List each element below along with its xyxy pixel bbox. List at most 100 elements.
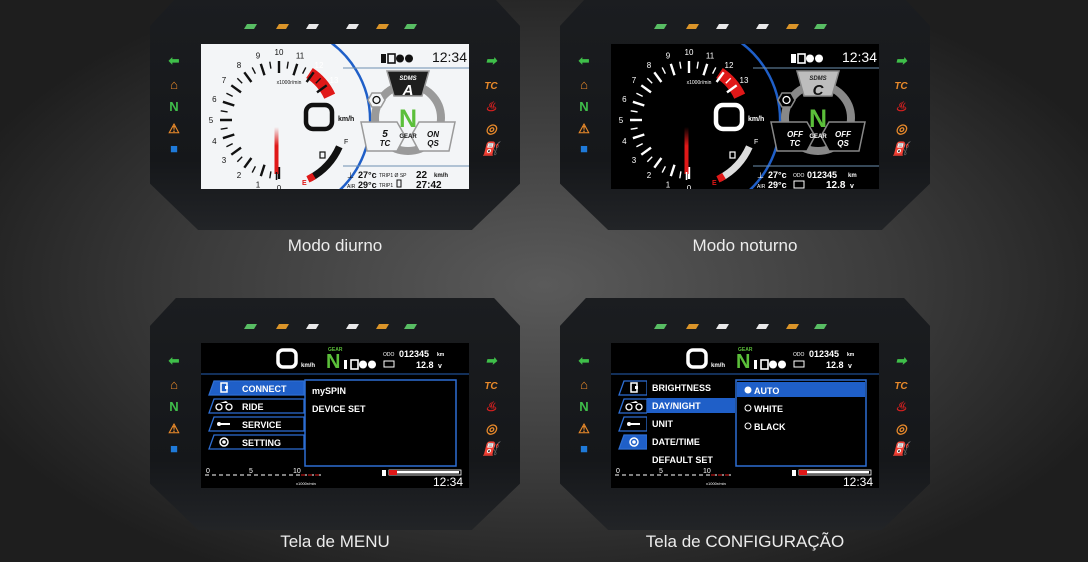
tach-tick: [243, 157, 253, 169]
tach-tick: [646, 77, 653, 84]
check-engine-icon: ⌂: [170, 77, 178, 92]
option-item[interactable]: BLACK: [744, 422, 786, 432]
tach-label: 7: [222, 76, 227, 85]
tach-label: 10: [275, 48, 284, 57]
tc-panel[interactable]: [770, 121, 816, 152]
gear-label: GEAR: [399, 134, 417, 140]
menu-item-phone-connect[interactable]: [618, 380, 648, 396]
tach-label: 5: [619, 116, 624, 125]
menu-item-gear[interactable]: [618, 434, 648, 450]
abs-icon: ◎: [485, 421, 498, 436]
menu-item-setting[interactable]: SETTING: [208, 434, 305, 450]
option-item[interactable]: mySPIN: [312, 386, 346, 396]
tach-tick: [286, 61, 289, 69]
shift-light: [376, 24, 389, 29]
phone-connect-icon: [760, 359, 769, 370]
sdms-badge[interactable]: [796, 70, 840, 97]
abs-icon: ◎: [485, 121, 498, 136]
gear-label: GEAR: [328, 347, 343, 353]
wrench-icon: [627, 422, 640, 426]
submenu-item-label: UNIT: [652, 419, 673, 429]
option-item[interactable]: WHITE: [744, 404, 783, 414]
option-item[interactable]: DEVICE SET: [312, 404, 366, 414]
helmet-icon: [405, 54, 413, 63]
menu-item-ride[interactable]: RIDE: [208, 398, 305, 414]
tach-tick: [220, 127, 228, 130]
submenu-panel: [647, 379, 735, 467]
tach-label: 10: [685, 48, 694, 57]
sdms-mode: C: [813, 82, 825, 99]
shift-light: [404, 324, 417, 329]
odo-unit: km: [437, 352, 445, 358]
submenu-item[interactable]: BRIGHTNESS: [652, 383, 711, 393]
abs-icon: ◎: [895, 421, 908, 436]
battery-level-icon: [381, 54, 386, 63]
menu-item-service[interactable]: SERVICE: [208, 416, 305, 432]
speed-unit: km/h: [748, 116, 764, 123]
odo-unit: km: [847, 352, 855, 358]
shift-light: [276, 24, 289, 29]
shift-light: [814, 24, 827, 29]
option-item[interactable]: AUTO: [737, 382, 865, 397]
power-mode-icon: [372, 95, 381, 105]
status-icons: [344, 359, 376, 370]
submenu-item[interactable]: DATE/TIME: [652, 437, 700, 447]
menu-item-wrench[interactable]: [618, 416, 648, 432]
phone-connect-icon: [797, 53, 806, 64]
submenu-item[interactable]: DEFAULT SET: [652, 455, 713, 465]
tach-label: 6: [212, 95, 217, 104]
option-label: WHITE: [754, 404, 783, 414]
odo-label: ODO: [383, 352, 395, 358]
rpm-unit: x1000r/min: [706, 481, 726, 486]
tach-tick: [236, 156, 243, 163]
air-label: AIR: [347, 184, 356, 189]
menu-item-motorcycle[interactable]: [618, 398, 648, 414]
traction-control-icon: TC: [484, 381, 498, 392]
high-beam-icon: ■: [580, 141, 588, 156]
tach-tick: [251, 165, 257, 173]
submenu-item[interactable]: DAY/NIGHT: [647, 398, 735, 413]
tach-tick: [222, 133, 235, 140]
turn-right-arrow-icon: ➡: [486, 353, 498, 368]
coolant-temperature: 27°c: [768, 170, 787, 180]
rpm-scale-label: 10: [703, 468, 711, 475]
phone-connect-icon: [387, 53, 396, 64]
check-engine-icon: ⌂: [170, 377, 178, 392]
tach-tick: [653, 71, 663, 83]
info-unit: v: [850, 183, 854, 189]
oil-pressure-icon: ⛽: [483, 441, 502, 456]
info-value: 27:42: [416, 180, 442, 189]
tach-outer-arc: [728, 44, 782, 189]
qs-panel[interactable]: [410, 121, 456, 152]
fuel-pump-icon: [792, 470, 796, 476]
radio-button[interactable]: [744, 404, 752, 412]
check-engine-icon: ⌂: [580, 77, 588, 92]
rpm-needle: [274, 127, 279, 174]
menu-item-label: SETTING: [242, 438, 281, 448]
tach-label: 3: [632, 156, 637, 165]
tach-label: 4: [622, 137, 627, 146]
coolant-temp-icon: ⊥: [757, 171, 764, 180]
submenu-item[interactable]: UNIT: [652, 419, 673, 429]
tc-panel[interactable]: [360, 121, 406, 152]
menu-item-connect[interactable]: CONNECT: [208, 380, 305, 396]
sdms-badge[interactable]: [386, 70, 430, 97]
radio-button[interactable]: [744, 422, 752, 430]
shift-light: [654, 324, 667, 329]
odometer-value: 012345: [809, 349, 839, 359]
battery-icon: [383, 360, 395, 368]
radio-button[interactable]: [744, 386, 752, 394]
menu-item-label: SERVICE: [242, 420, 281, 430]
tach-tick: [726, 84, 738, 94]
voltage-unit: v: [438, 363, 442, 370]
redline-zone: [305, 67, 336, 100]
fuel-level-fill: [807, 471, 869, 474]
sdms-label: SDMS: [399, 76, 416, 82]
tach-label: 1: [666, 181, 671, 189]
qs-panel[interactable]: [820, 121, 866, 152]
shift-light: [716, 324, 729, 329]
